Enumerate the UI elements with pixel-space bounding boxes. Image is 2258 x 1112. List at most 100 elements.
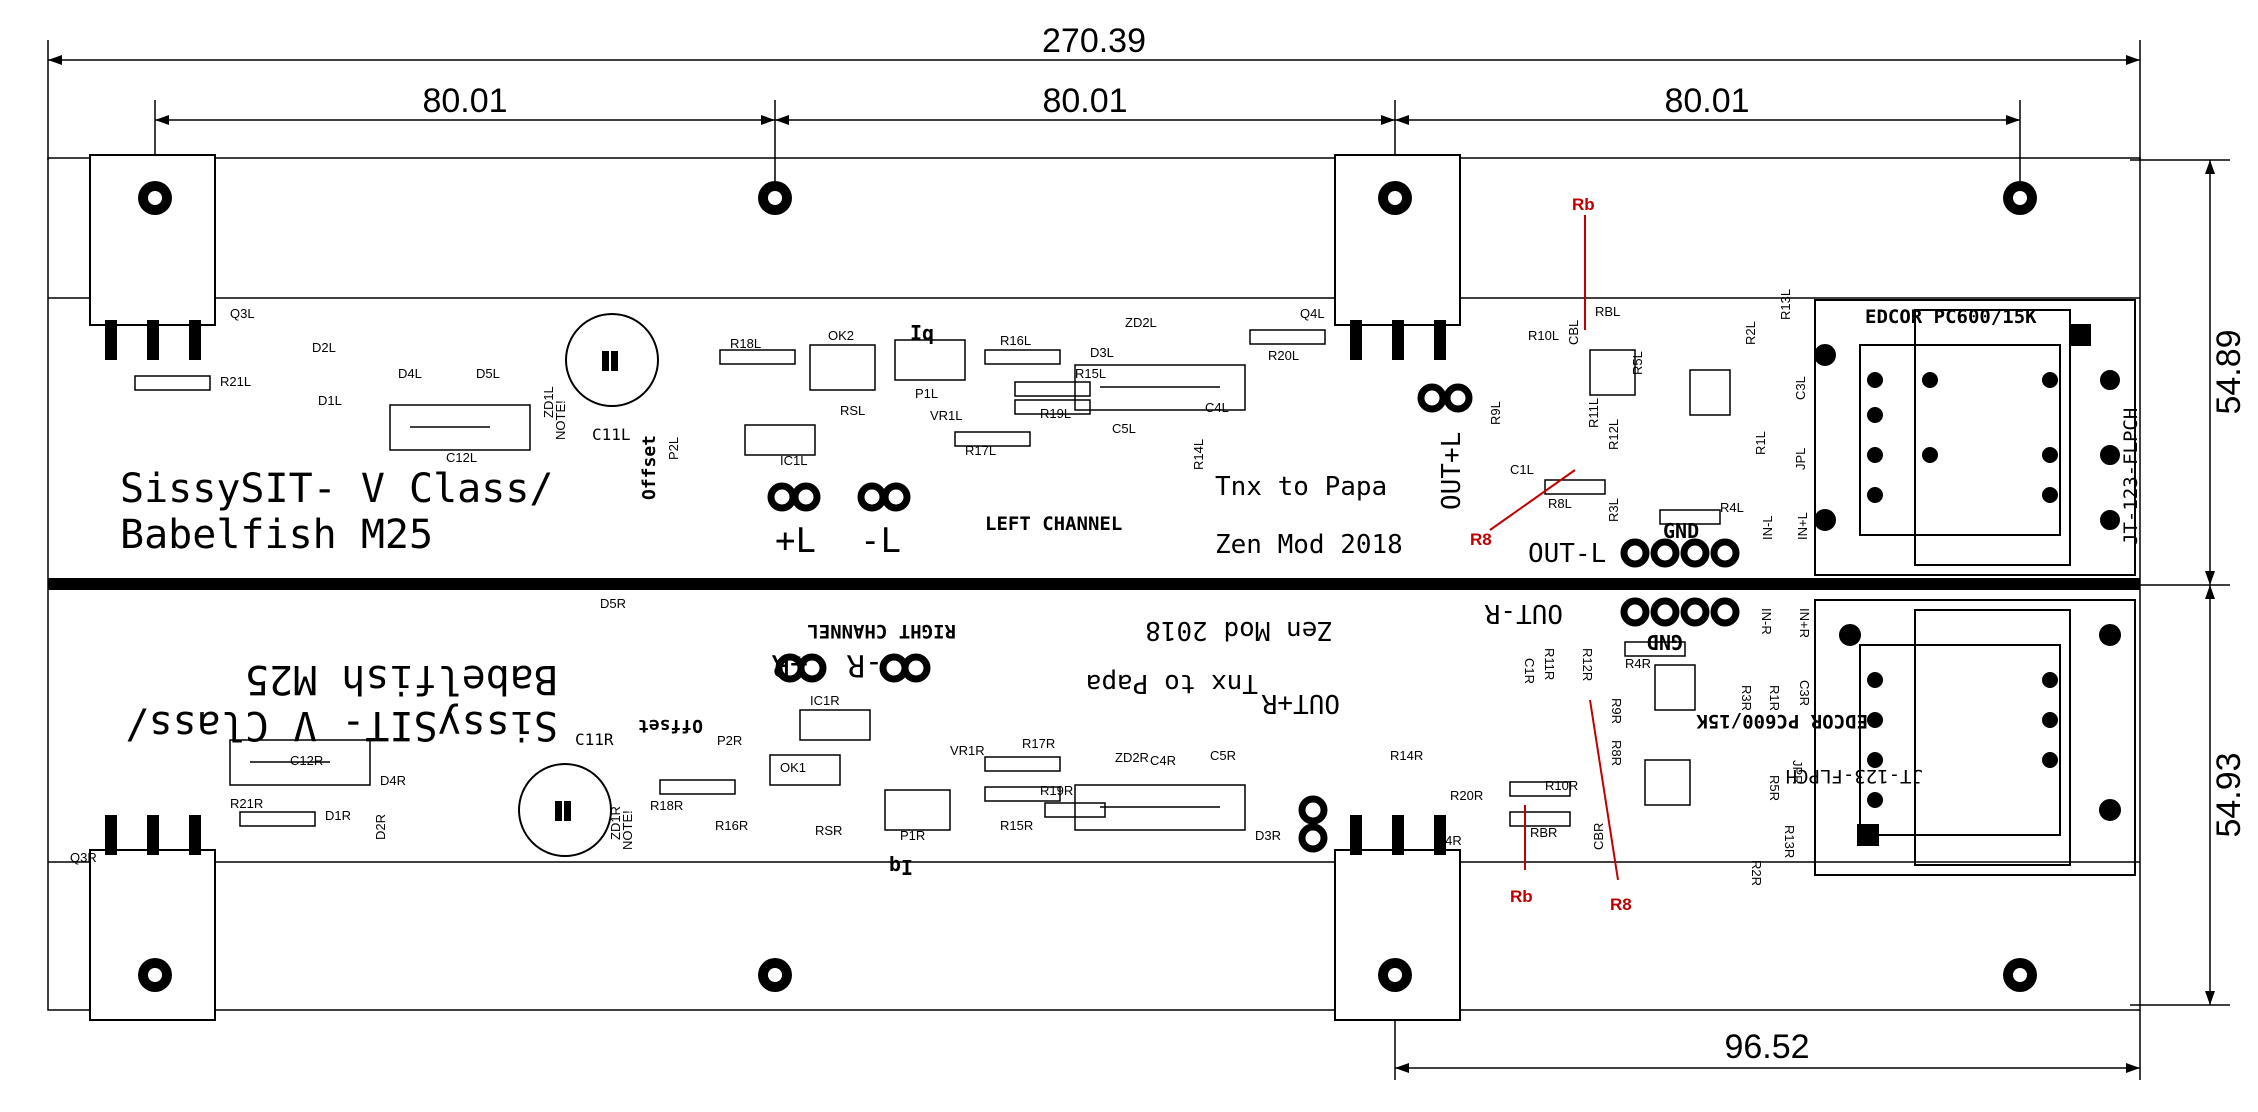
refdes: OK1: [780, 760, 806, 775]
right-plus: +R: [771, 647, 808, 682]
refdes: VR1R: [950, 743, 985, 758]
refdes: CBR: [1591, 823, 1606, 850]
refdes: C3L: [1793, 376, 1808, 400]
left-plus: +L: [775, 521, 816, 561]
refdes: C1L: [1510, 462, 1534, 477]
refdes: R14L: [1191, 439, 1206, 470]
dim-height-top: 54.89: [2210, 329, 2248, 414]
dim-bottom-offset: 96.52: [1724, 1028, 1809, 1066]
right-gnd: GND: [1647, 630, 1683, 654]
refdes: C5R: [1210, 748, 1236, 763]
refdes: D4L: [398, 366, 422, 381]
right-minus: -R: [846, 647, 883, 682]
refdes: C4L: [1205, 400, 1229, 415]
refdes: R11L: [1586, 398, 1601, 428]
left-title-line2: Babelfish M25: [120, 512, 433, 558]
refdes: D3R: [1255, 828, 1281, 843]
refdes: RSR: [815, 823, 842, 838]
right-channel-mirrored: SissySIT- V Class/ Babelfish M25 Tnx to …: [125, 598, 1923, 879]
refdes: P2R: [717, 733, 742, 748]
refdes: R13R: [1782, 825, 1797, 858]
refdes: R9R: [1609, 698, 1624, 724]
refdes: D5R: [600, 596, 626, 611]
capacitor-c11l: [565, 313, 659, 407]
left-transformer-alt: JT-123-FLPCH: [2120, 408, 2142, 545]
refdes: D1R: [325, 808, 351, 823]
dimension-lines: [47, 40, 2230, 1080]
right-title-line1: SissySIT- V Class/: [125, 702, 558, 748]
refdes: NOTE!: [620, 810, 635, 850]
refdes: JPR: [1790, 760, 1805, 785]
refdes: C12R: [290, 753, 323, 768]
refdes: R10R: [1545, 778, 1578, 793]
refdes: R4R: [1625, 656, 1651, 671]
right-channel-label: RIGHT CHANNEL: [807, 620, 956, 642]
refdes: R9L: [1488, 401, 1503, 425]
refdes: ZD2L: [1125, 315, 1157, 330]
refdes: R17R: [1022, 736, 1055, 751]
right-iq: Iq: [889, 855, 913, 879]
refdes: RBR: [1530, 825, 1557, 840]
refdes-right: Q3R Q4R R21R D2R D1R D4R D5R ZD1R NOTE! …: [70, 596, 1812, 886]
refdes: R19L: [1040, 406, 1071, 421]
dimension-arrows: [48, 55, 2215, 1073]
left-iq: Iq: [910, 321, 934, 345]
right-thanks: Tnx to Papa: [1086, 668, 1258, 698]
left-out-plus: OUT+L: [1437, 432, 1467, 510]
refdes: R11R: [1542, 648, 1557, 680]
refdes: R16R: [715, 818, 748, 833]
refdes: R3R: [1739, 685, 1754, 711]
right-out-plus: OUT+R: [1261, 688, 1340, 718]
refdes: R12R: [1580, 648, 1595, 681]
refdes: C5L: [1112, 421, 1136, 436]
dim-overall-width: 270.39: [1042, 22, 1146, 60]
right-transformer: EDCOR PC600/15K: [1696, 710, 1868, 732]
left-offset: Offset: [639, 435, 660, 500]
refdes: R5L: [1630, 351, 1645, 375]
capacitor-c11r: [518, 763, 612, 857]
refdes: IC1R: [810, 693, 840, 708]
refdes: R1L: [1753, 431, 1768, 455]
right-title-line2: Babelfish M25: [245, 656, 558, 702]
refdes-left: Q3L Q4L R21L D2L D1L D4L D5L ZD1L NOTE! …: [220, 289, 1810, 540]
refdes: R8L: [1548, 496, 1572, 511]
ic-packages: [744, 339, 1731, 831]
refdes: R15R: [1000, 818, 1033, 833]
refdes: R21L: [220, 374, 251, 389]
refdes: R19R: [1040, 783, 1073, 798]
refdes: R3L: [1606, 498, 1621, 522]
refdes: R13L: [1778, 289, 1793, 320]
dim-spacing-2: 80.01: [1042, 82, 1127, 120]
refdes: R1R: [1767, 685, 1782, 711]
refdes: R21R: [230, 796, 263, 811]
dim-spacing-3: 80.01: [1664, 82, 1749, 120]
refdes: CBL: [1566, 320, 1581, 345]
callout-lines: [1489, 215, 1619, 881]
refdes: R10L: [1528, 328, 1559, 343]
refdes: R14R: [1390, 748, 1423, 763]
refdes: P2L: [666, 437, 681, 460]
refdes: RSL: [840, 403, 865, 418]
refdes: OK2: [828, 328, 854, 343]
callout-r8-bottom: R8: [1610, 895, 1632, 914]
right-out-minus: OUT-R: [1484, 598, 1563, 628]
left-gnd: GND: [1663, 519, 1699, 543]
refdes: IC1L: [780, 453, 807, 468]
refdes: D2L: [312, 340, 336, 355]
left-mod: Zen Mod 2018: [1215, 530, 1403, 560]
right-offset: Offset: [638, 715, 703, 736]
refdes: C4R: [1150, 753, 1176, 768]
callout-rb-top: Rb: [1572, 195, 1595, 214]
refdes: P1R: [900, 828, 925, 843]
refdes: R20L: [1268, 348, 1299, 363]
refdes: VR1L: [930, 408, 963, 423]
refdes: ZD2R: [1115, 750, 1149, 765]
left-title-line1: SissySIT- V Class/: [120, 466, 553, 512]
refdes: D5L: [476, 366, 500, 381]
callout-r8-top: R8: [1470, 530, 1492, 549]
mounting-holes: [138, 181, 2037, 992]
refdes: ZD1R: [608, 806, 623, 840]
refdes: R8R: [1609, 740, 1624, 766]
refdes: Q4R: [1435, 833, 1462, 848]
